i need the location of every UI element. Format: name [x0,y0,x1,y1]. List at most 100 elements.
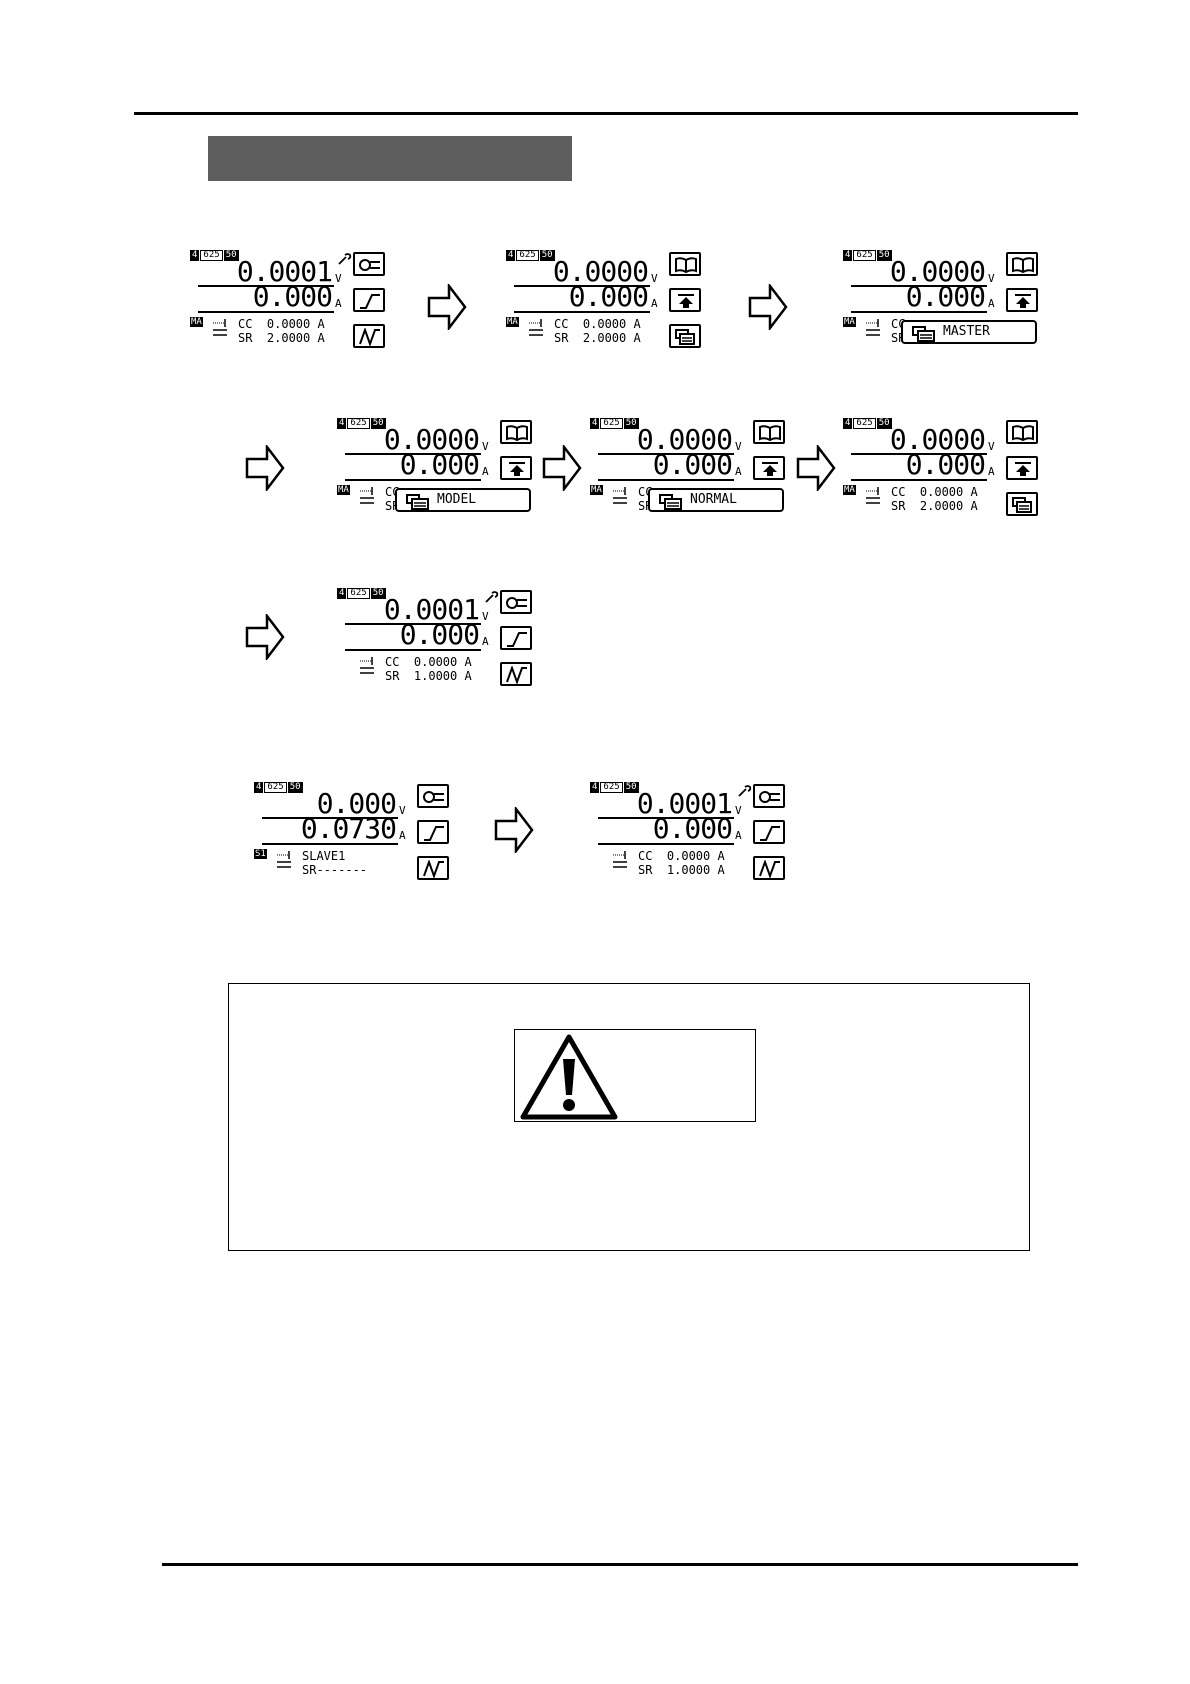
level-gauge-icon [359,486,375,506]
voltage-underline [851,453,987,455]
soft-key-2[interactable] [753,456,785,480]
voltage-underline [345,453,481,455]
voltage-readout: 0.0000 [552,255,649,288]
level-gauge-icon [212,318,228,338]
status-header-cell: 50 [370,588,386,599]
soft-key-1[interactable] [1006,420,1038,444]
sr-line: SR 1.0000 A [385,669,472,683]
status-header-cell: 4 [843,418,853,429]
level-gauge-icon [612,486,628,506]
soft-key-3[interactable] [417,856,449,880]
section-banner [208,136,572,181]
current-underline [262,843,398,845]
soft-key-1[interactable] [669,252,701,276]
status-header-cell: 625 [853,250,876,261]
soft-key-2[interactable] [500,626,532,650]
sr-line: SR 2.0000 A [891,499,978,513]
mode-popup[interactable]: MASTER [901,320,1037,344]
mode-tag: MA [843,485,856,495]
soft-key-3[interactable] [669,324,701,348]
cc-line: SLAVE1 [302,849,346,863]
current-readout: 0.000 [568,280,649,313]
soft-key-1[interactable] [1006,252,1038,276]
level-gauge-icon [276,850,292,870]
voltage-underline [198,285,334,287]
soft-key-2[interactable] [417,820,449,844]
status-header-cell: 625 [347,588,370,599]
soft-key-3[interactable] [353,324,385,348]
soft-key-2[interactable] [500,456,532,480]
wrench-icon [738,782,752,801]
current-underline [198,311,334,313]
soft-key-2[interactable] [1006,288,1038,312]
soft-key-1[interactable] [753,784,785,808]
voltage-readout: 0.000 [316,787,397,820]
right-arrow-icon [245,445,285,491]
current-unit: A [651,297,658,310]
soft-key-2[interactable] [753,820,785,844]
current-readout: 0.000 [399,618,480,651]
status-header-cell: 50 [876,250,892,261]
voltage-unit: V [482,610,489,623]
soft-key-1[interactable] [417,784,449,808]
voltage-readout: 0.0000 [889,255,986,288]
current-readout: 0.000 [399,448,480,481]
soft-key-1[interactable] [353,252,385,276]
soft-key-2[interactable] [669,288,701,312]
status-header-cell: 50 [370,418,386,429]
soft-key-3[interactable] [1006,492,1038,516]
soft-key-1[interactable] [500,590,532,614]
voltage-unit: V [988,440,995,453]
voltage-readout: 0.0001 [383,593,480,626]
current-underline [598,479,734,481]
level-gauge-icon [612,850,628,870]
status-header-cell: 50 [223,250,239,261]
status-header-cell: 625 [347,418,370,429]
status-header-cell: 625 [516,250,539,261]
mode-popup-label: NORMAL [690,492,737,507]
voltage-unit: V [735,804,742,817]
soft-key-2[interactable] [1006,456,1038,480]
sr-line: SR 2.0000 A [554,331,641,345]
voltage-underline [851,285,987,287]
status-header-cell: 4 [590,418,600,429]
status-header-cell: 4 [337,588,347,599]
soft-key-2[interactable] [353,288,385,312]
right-arrow-icon [748,284,788,330]
soft-key-1[interactable] [500,420,532,444]
warning-triangle-icon [520,1034,618,1120]
current-unit: A [988,297,995,310]
status-header-cell: 4 [590,782,600,793]
mode-popup[interactable]: MODEL [395,488,531,512]
voltage-unit: V [735,440,742,453]
right-arrow-icon [494,807,534,853]
status-header-cell: 50 [539,250,555,261]
voltage-readout: 0.0001 [236,255,333,288]
soft-key-1[interactable] [753,420,785,444]
current-underline [345,649,481,651]
current-readout: 0.000 [652,812,733,845]
voltage-underline [514,285,650,287]
status-header-cell: 625 [600,418,623,429]
voltage-unit: V [399,804,406,817]
current-underline [598,843,734,845]
level-gauge-icon [359,656,375,676]
soft-key-3[interactable] [753,856,785,880]
current-readout: 0.000 [252,280,333,313]
mode-popup-label: MASTER [943,324,990,339]
cc-line: CC 0.0000 A [638,849,725,863]
mode-tag: MA [190,317,203,327]
status-header-cell: 4 [843,250,853,261]
cc-line: CC 0.0000 A [891,485,978,499]
soft-key-3[interactable] [500,662,532,686]
mode-popup[interactable]: NORMAL [648,488,784,512]
status-header-cell: 625 [600,782,623,793]
current-readout: 0.000 [652,448,733,481]
current-underline [851,311,987,313]
